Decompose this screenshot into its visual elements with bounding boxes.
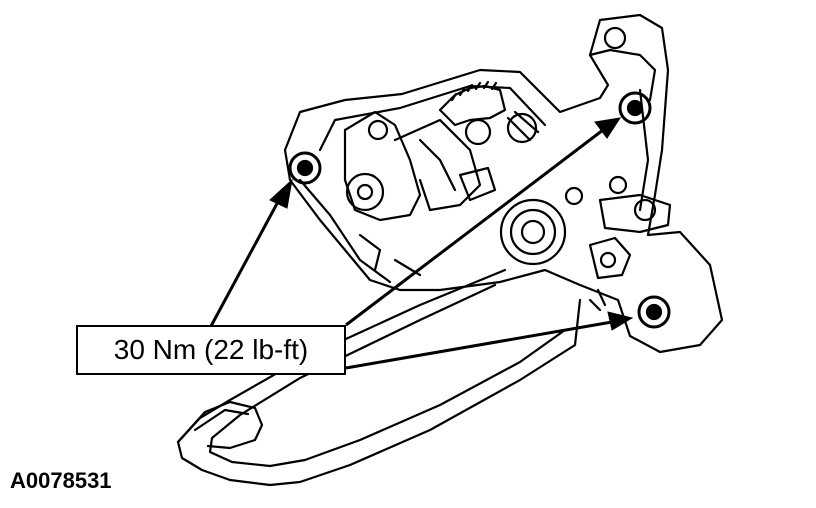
arrow-upper-right: [345, 128, 604, 327]
torque-label: 30 Nm (22 lb-ft): [113, 334, 309, 365]
pedal-arm: [176, 268, 582, 487]
bolt-upper-left: [288, 151, 322, 185]
mounting-bracket: [283, 13, 724, 354]
arrow-lower-right: [345, 320, 613, 370]
figure-id: A0078531: [10, 468, 112, 493]
bolt-upper-right: [618, 91, 652, 125]
arrow-upper-left: [208, 197, 282, 329]
bolt-lower-right: [637, 295, 671, 329]
torque-callout: 30 Nm (22 lb-ft): [76, 325, 346, 375]
